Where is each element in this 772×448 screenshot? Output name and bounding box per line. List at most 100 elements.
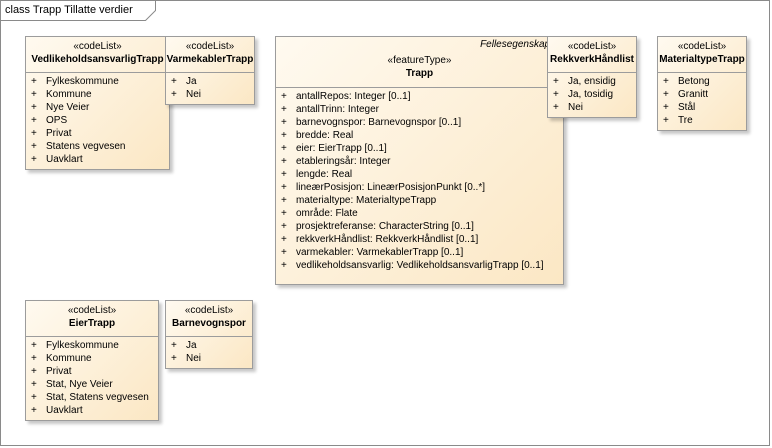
visibility-marker: + (281, 143, 287, 154)
item-text: Ja (186, 76, 197, 87)
class-vedlikeholdsansvarligtrapp[interactable]: «codeList» VedlikeholdsansvarligTrapp +F… (25, 36, 170, 170)
visibility-marker: + (171, 76, 177, 87)
class-header: «codeList» MaterialtypeTrapp (658, 37, 746, 73)
stereotype-label: «codeList» (67, 305, 117, 316)
visibility-marker: + (31, 366, 37, 377)
visibility-marker: + (281, 234, 287, 245)
code-value-item: + Ja (166, 75, 254, 88)
code-value-item: +OPS (26, 114, 169, 127)
item-text: Nei (568, 102, 584, 113)
value-list: + Ja+Nei (166, 73, 254, 101)
visibility-marker: + (171, 353, 177, 364)
code-value-item: + Privat (26, 127, 169, 140)
code-value-item: + Fylkeskommune (26, 75, 169, 88)
attribute-list: + antallRepos: Integer [0..1] + antallTrinn… (276, 88, 563, 272)
visibility-marker: + (281, 182, 287, 193)
code-value-item: +Ja, ensidig (548, 75, 636, 88)
class-eiertrapp[interactable]: «codeList» EierTrapp + Fylkeskommune + Komm… (25, 300, 159, 421)
visibility-marker: + (31, 340, 37, 351)
class-varmekablertrapp[interactable]: «codeList» VarmekablerTrapp +Ja+Nei (165, 36, 255, 105)
item-text: Betong (678, 76, 710, 87)
item-text: Uavklart (46, 405, 83, 416)
item-text: prosjektreferanse: CharacterString [0..1… (296, 221, 474, 232)
attribute-item: + varmekabler: VarmekablerTrapp [0..1] (276, 246, 563, 259)
item-text: Fylkeskommune (46, 76, 119, 87)
visibility-marker: + (31, 392, 37, 403)
item-text: Privat (46, 128, 72, 139)
class-header: «codeList» RekkverkHåndlist (548, 37, 636, 73)
visibility-marker: + (281, 247, 287, 258)
class-rekkverkhandlist[interactable]: «codeList» RekkverkHåndlist +Ja, ensidig… (547, 36, 637, 118)
visibility-marker: + (31, 128, 37, 139)
attribute-item: +rekkverkHåndlist: RekkverkHåndlist [0..… (276, 233, 563, 246)
visibility-marker: + (281, 130, 287, 141)
visibility-marker: + (31, 141, 37, 152)
item-text: Stål (678, 102, 696, 113)
visibility-marker: + (31, 115, 37, 126)
item-text: Nye Veier (46, 102, 90, 113)
item-text: Stat, Nye Veier (46, 379, 113, 390)
value-list: +Fylkeskommune+Kommune+Privat+Stat, Nye … (26, 337, 158, 417)
code-value-item: +Uavklart (26, 153, 169, 166)
attribute-item: + barnevognspor: Barnevognspor [0..1] (276, 116, 563, 129)
value-list: +Fylkeskommune+Kommune+Nye Veier+OPS+Pri… (26, 73, 169, 166)
stereotype-label: «codeList» (73, 41, 122, 52)
item-text: lineærPosisjon: LineærPosisjonPunkt [0..… (296, 182, 485, 193)
item-text: Tre (678, 115, 693, 126)
item-text: varmekabler: VarmekablerTrapp [0..1] (296, 247, 464, 258)
visibility-marker: + (31, 76, 37, 87)
code-value-item: +Nye Veier (26, 101, 169, 114)
value-list: +Betong+Granitt+Stål+Tre (658, 73, 746, 127)
class-materialtypetrapp[interactable]: «codeList» MaterialtypeTrapp + Betong+Gra… (657, 36, 747, 131)
visibility-marker: + (663, 102, 669, 113)
visibility-marker: + (553, 89, 559, 100)
class-trapp[interactable]: Fellesegenskaper «featureType» Trapp +an… (275, 36, 564, 285)
code-value-item: +Granitt (658, 88, 746, 101)
item-text: Ja, ensidig (568, 76, 616, 87)
visibility-marker: + (31, 154, 37, 165)
visibility-marker: + (281, 117, 287, 128)
item-text: Fylkeskommune (46, 340, 119, 351)
code-value-item: + Ja, tosidig (548, 88, 636, 101)
attribute-item: +etableringsår: Integer (276, 155, 563, 168)
stereotype-label: «codeList» (184, 305, 234, 316)
code-value-item: + Privat (26, 365, 158, 378)
attribute-item: + bredde: Real (276, 129, 563, 142)
class-header: «featureType» Trapp (276, 37, 563, 88)
code-value-item: +Tre (658, 114, 746, 127)
attribute-item: +materialtype: MaterialtypeTrapp (276, 194, 563, 207)
class-name: EierTrapp (68, 318, 116, 329)
class-name: VarmekablerTrapp (166, 54, 254, 65)
item-text: antallTrinn: Integer (296, 104, 380, 115)
item-text: Kommune (46, 353, 92, 364)
visibility-marker: + (171, 340, 177, 351)
class-name: RekkverkHåndlist (550, 54, 634, 65)
visibility-marker: + (281, 260, 287, 271)
item-text: Ja, tosidig (568, 89, 614, 100)
visibility-marker: + (281, 104, 287, 115)
value-list: +Ja, ensidig+ Ja, tosidig+ Nei (548, 73, 636, 114)
attribute-item: + antallRepos: Integer [0..1] (276, 90, 563, 103)
code-value-item: + Nei (166, 352, 252, 365)
attribute-item: +område: Flate (276, 207, 563, 220)
code-value-item: +Kommune (26, 88, 169, 101)
code-value-item: +Nei (166, 88, 254, 101)
item-text: antallRepos: Integer [0..1] (296, 91, 411, 102)
visibility-marker: + (281, 91, 287, 102)
item-text: bredde: Real (296, 130, 354, 141)
code-value-item: +Stat, Statens vegvesen (26, 391, 158, 404)
item-text: Privat (46, 366, 72, 377)
item-text: Granitt (678, 89, 709, 100)
value-list: + Ja + Nei (166, 337, 252, 365)
item-text: Nei (186, 353, 202, 364)
visibility-marker: + (281, 156, 287, 167)
diagram-title: class Trapp Tillatte verdier (5, 4, 133, 16)
title-tab-outline (0, 0, 156, 21)
code-value-item: + Ja (166, 339, 252, 352)
item-text: barnevognspor: Barnevognspor [0..1] (296, 117, 462, 128)
item-text: Kommune (46, 89, 92, 100)
visibility-marker: + (281, 221, 287, 232)
item-text: Ja (186, 340, 197, 351)
class-barnevognspor[interactable]: «codeList» Barnevognspor +Ja+Nei (165, 300, 253, 369)
